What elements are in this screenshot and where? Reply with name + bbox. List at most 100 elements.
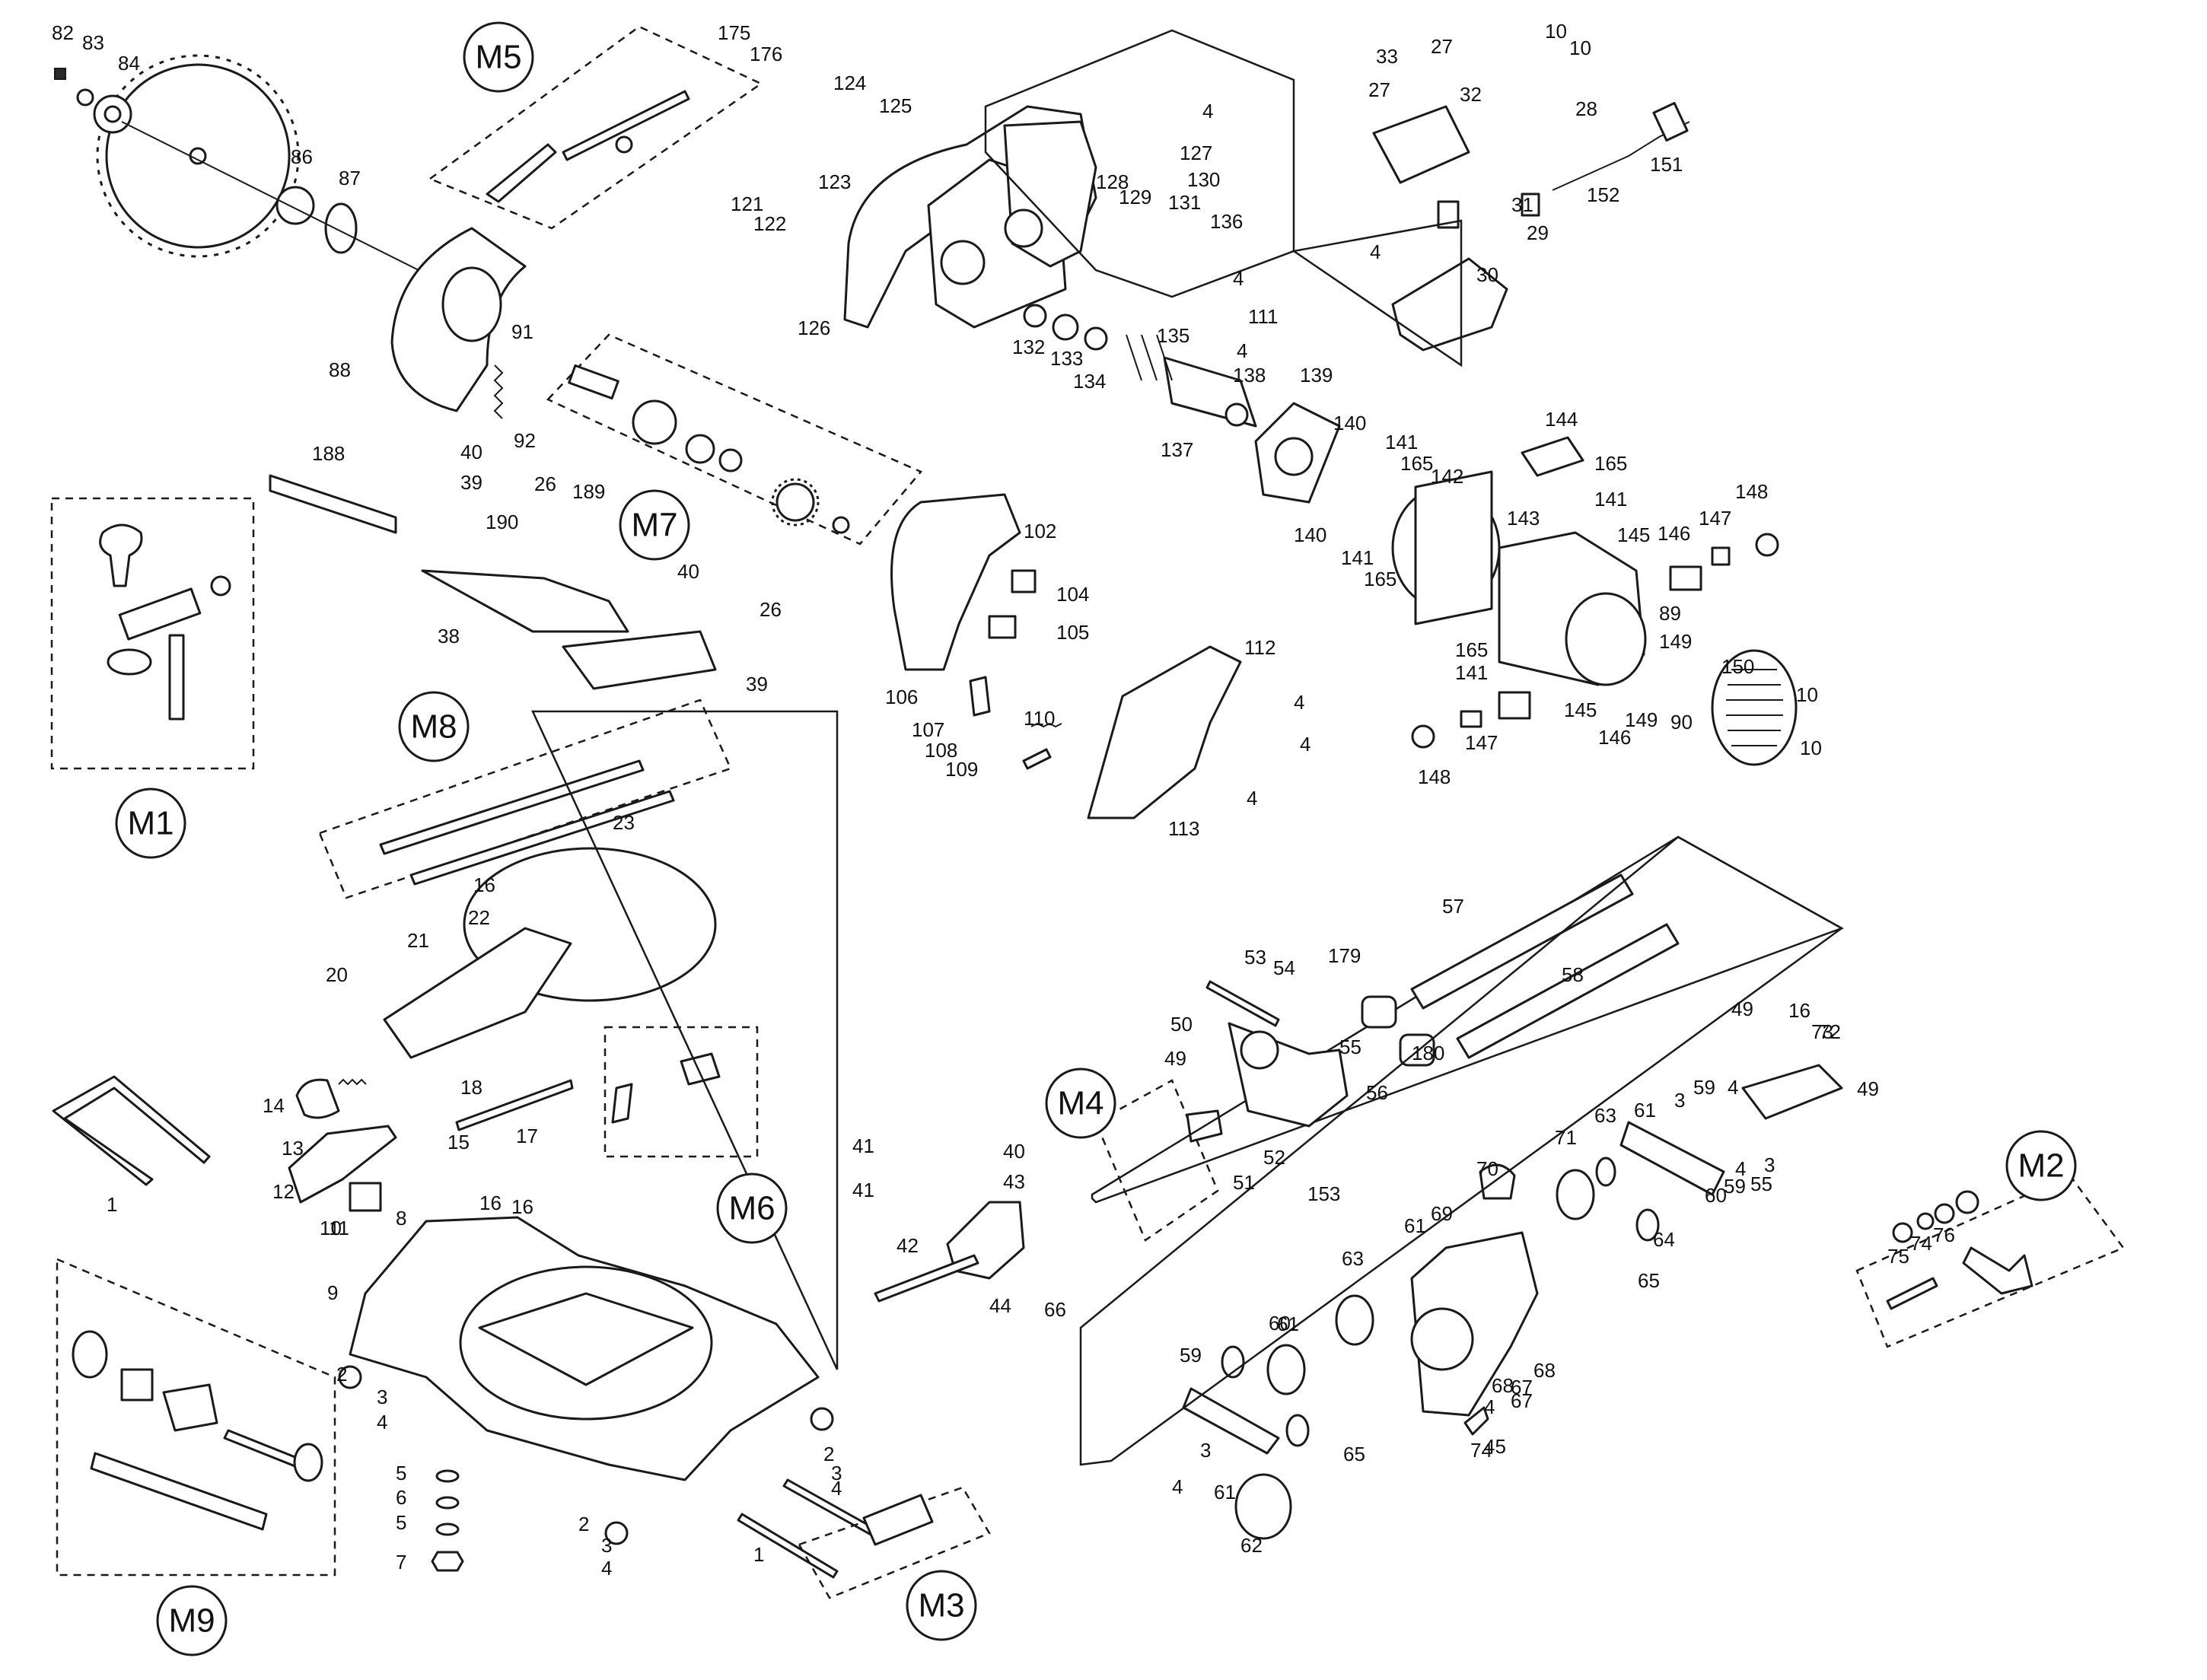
miter-spring bbox=[338, 1078, 367, 1086]
part-number-165: 165 bbox=[1594, 452, 1627, 475]
work-support-rod bbox=[52, 1075, 211, 1186]
part-number-4: 4 bbox=[1247, 787, 1257, 810]
spring-110 bbox=[1030, 722, 1062, 728]
m2-washer-74a bbox=[1892, 1222, 1913, 1243]
miter-knob-14 bbox=[295, 1078, 340, 1119]
module-m6-label: M6 bbox=[728, 1190, 775, 1227]
module-m3-circle bbox=[906, 1570, 977, 1641]
lever-107 bbox=[969, 676, 991, 717]
part-number-52: 52 bbox=[1263, 1146, 1285, 1169]
brush-cap bbox=[1411, 724, 1435, 749]
clamp-pin bbox=[210, 575, 231, 597]
part-number-61: 61 bbox=[1634, 1099, 1656, 1122]
guard-spring bbox=[493, 364, 504, 419]
bushing-179 bbox=[1361, 995, 1397, 1029]
module-m1-box bbox=[50, 497, 255, 770]
part-number-86: 86 bbox=[291, 145, 313, 168]
link-60-upper bbox=[1619, 1121, 1725, 1196]
fence-right bbox=[562, 630, 717, 690]
part-number-139: 139 bbox=[1300, 364, 1333, 387]
part-number-30: 30 bbox=[1476, 263, 1498, 286]
part-number-68: 68 bbox=[1533, 1359, 1556, 1382]
tilt-housing-bore bbox=[1410, 1307, 1474, 1371]
part-number-4: 4 bbox=[1370, 240, 1381, 263]
detent-lever-12 bbox=[288, 1125, 397, 1204]
part-number-21: 21 bbox=[407, 929, 429, 952]
module-m2-circle bbox=[2005, 1130, 2077, 1201]
lever-45 bbox=[1463, 1406, 1489, 1436]
module-m3-label: M3 bbox=[918, 1587, 964, 1624]
part-number-108: 108 bbox=[925, 739, 957, 762]
base-cross-rib bbox=[478, 1292, 694, 1386]
carbon-brush bbox=[1460, 710, 1482, 728]
part-number-141: 141 bbox=[1594, 488, 1627, 511]
bearing-plate-bore bbox=[1274, 437, 1314, 476]
part-number-4: 4 bbox=[377, 1411, 387, 1433]
housing-bracket-outline bbox=[984, 29, 1295, 298]
link-60-lower bbox=[1182, 1387, 1280, 1455]
part-number-8: 8 bbox=[396, 1207, 406, 1230]
linkage-washer bbox=[615, 135, 633, 154]
part-number-22: 22 bbox=[468, 906, 490, 929]
part-number-105: 105 bbox=[1056, 621, 1089, 644]
part-number-153: 153 bbox=[1307, 1182, 1340, 1205]
part-number-38: 38 bbox=[438, 625, 460, 648]
cam-104 bbox=[1011, 569, 1037, 593]
part-number-3: 3 bbox=[377, 1386, 387, 1408]
motor-housing-endcap bbox=[1565, 592, 1647, 686]
motor-end-cap bbox=[1711, 649, 1798, 766]
bearing-housing bbox=[632, 399, 677, 445]
part-number-141: 141 bbox=[1455, 661, 1488, 684]
part-number-189: 189 bbox=[572, 480, 605, 503]
part-number-72: 72 bbox=[1819, 1020, 1841, 1043]
part-number-40: 40 bbox=[460, 441, 482, 463]
part-number-16: 16 bbox=[1788, 999, 1811, 1022]
module-m7-box bbox=[546, 333, 923, 546]
bushing-63-upper bbox=[1556, 1169, 1595, 1220]
part-number-60: 60 bbox=[1269, 1312, 1291, 1335]
m9-clamp bbox=[162, 1383, 218, 1432]
part-number-43: 43 bbox=[1003, 1170, 1025, 1193]
part-number-50: 50 bbox=[1170, 1013, 1193, 1036]
part-number-4: 4 bbox=[1735, 1157, 1746, 1180]
part-number-145: 145 bbox=[1564, 698, 1597, 721]
part-number-10: 10 bbox=[1800, 737, 1822, 759]
lock-plate bbox=[611, 1083, 633, 1124]
assembly-boundary-outline bbox=[1079, 835, 1844, 1466]
part-number-67: 67 bbox=[1511, 1376, 1533, 1398]
part-number-59: 59 bbox=[1693, 1076, 1715, 1099]
ring-61b bbox=[1635, 1208, 1660, 1242]
clamp-shaft bbox=[168, 634, 185, 721]
part-number-51: 51 bbox=[1233, 1171, 1255, 1194]
part-number-73: 73 bbox=[1811, 1020, 1833, 1043]
part-number-175: 175 bbox=[718, 21, 750, 44]
saw-blade-group bbox=[54, 54, 427, 275]
armature-fan bbox=[1126, 334, 1173, 381]
part-number-20: 20 bbox=[326, 963, 348, 986]
part-number-2: 2 bbox=[336, 1363, 347, 1386]
part-number-58: 58 bbox=[1562, 963, 1584, 986]
module-m7-label: M7 bbox=[631, 507, 677, 544]
part-number-26: 26 bbox=[534, 473, 556, 495]
module-m7-circle bbox=[619, 489, 690, 561]
part-number-140: 140 bbox=[1294, 523, 1326, 546]
brush-holder-top bbox=[1669, 565, 1702, 591]
part-number-3: 3 bbox=[1764, 1153, 1775, 1176]
part-number-90: 90 bbox=[1670, 711, 1693, 733]
part-number-4: 4 bbox=[601, 1557, 612, 1580]
part-number-49: 49 bbox=[1164, 1047, 1186, 1070]
part-number-111: 111 bbox=[1248, 305, 1279, 328]
link-72 bbox=[1741, 1064, 1843, 1120]
part-number-145: 145 bbox=[1617, 523, 1650, 546]
part-number-148: 148 bbox=[1418, 765, 1451, 788]
clamp-washer bbox=[107, 648, 152, 676]
part-number-149: 149 bbox=[1625, 708, 1658, 731]
module-m8-label: M8 bbox=[410, 708, 457, 746]
part-number-109: 109 bbox=[945, 758, 978, 781]
part-number-6: 6 bbox=[396, 1486, 406, 1509]
part-number-3: 3 bbox=[601, 1534, 612, 1557]
part-number-180: 180 bbox=[1412, 1042, 1444, 1064]
washer-5b bbox=[435, 1522, 460, 1536]
module-m8-box bbox=[318, 698, 732, 899]
bearing bbox=[685, 434, 715, 464]
